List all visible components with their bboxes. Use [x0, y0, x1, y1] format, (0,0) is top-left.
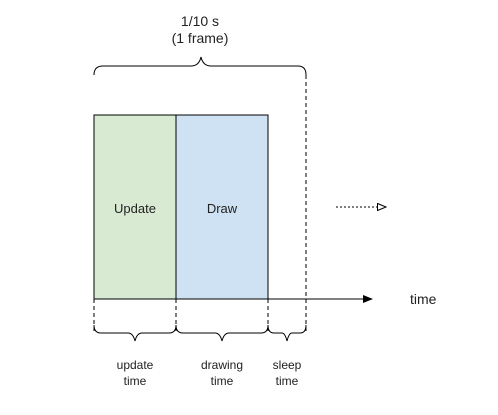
interval-label: 1/10 s	[181, 13, 219, 29]
time-axis-label: time	[410, 291, 437, 307]
update-time-label-line1: update	[117, 358, 154, 372]
update-block	[93, 114, 177, 300]
drawing-time-label-line2: time	[211, 374, 234, 388]
drawing-time-brace	[175, 324, 269, 342]
sleep-time-label-line1: sleep	[273, 358, 302, 372]
update-block-label: Update	[114, 201, 156, 216]
drawing-time-label-line1: drawing	[201, 358, 243, 372]
draw-block	[175, 114, 269, 300]
update-time-brace	[93, 324, 177, 342]
frame-label: (1 frame)	[172, 30, 229, 46]
frame-brace	[93, 56, 307, 76]
sleep-time-brace	[267, 324, 307, 342]
update-time-label-line2: time	[124, 374, 147, 388]
sleep-time-label-line2: time	[276, 374, 299, 388]
draw-block-label: Draw	[207, 201, 238, 216]
